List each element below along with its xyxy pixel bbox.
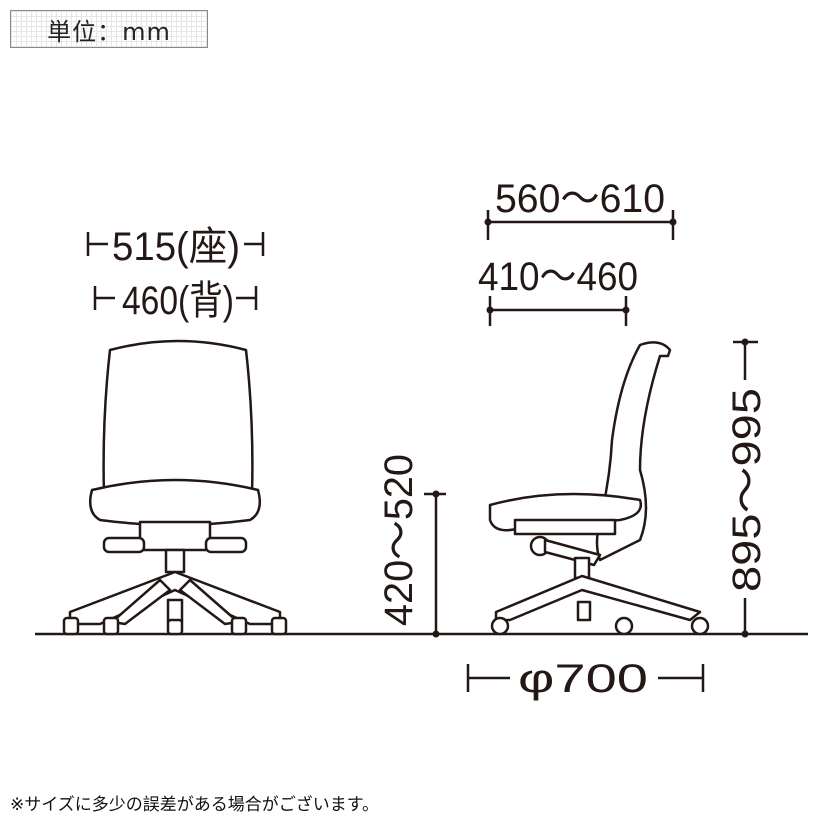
seat-height-dimension: 420〜520 bbox=[377, 454, 446, 638]
side-view-chair bbox=[488, 341, 710, 636]
seat-depth-label: 410〜460 bbox=[478, 255, 638, 299]
overall-depth-dimension: 560〜610 bbox=[484, 177, 677, 240]
overall-height-dimension: 895〜995 bbox=[725, 338, 769, 638]
seat-height-label: 420〜520 bbox=[377, 454, 421, 626]
footnote: ※サイズに多少の誤差がある場合がございます。 bbox=[10, 795, 380, 815]
seat-width-label: 515(座) bbox=[112, 225, 240, 269]
back-width-label: 460(背) bbox=[122, 279, 234, 323]
overall-height-label: 895〜995 bbox=[725, 388, 769, 592]
seat-width-dimension: 515(座) bbox=[86, 225, 265, 269]
overall-depth-label: 560〜610 bbox=[495, 177, 665, 221]
back-width-dimension: 460(背) bbox=[93, 279, 258, 323]
base-diameter-label: φ700 bbox=[518, 657, 648, 701]
base-diameter-dimension: φ700 bbox=[466, 657, 705, 701]
front-view-chair bbox=[62, 339, 288, 636]
seat-depth-dimension: 410〜460 bbox=[478, 255, 638, 326]
unit-label: 単位：mm bbox=[10, 10, 208, 48]
